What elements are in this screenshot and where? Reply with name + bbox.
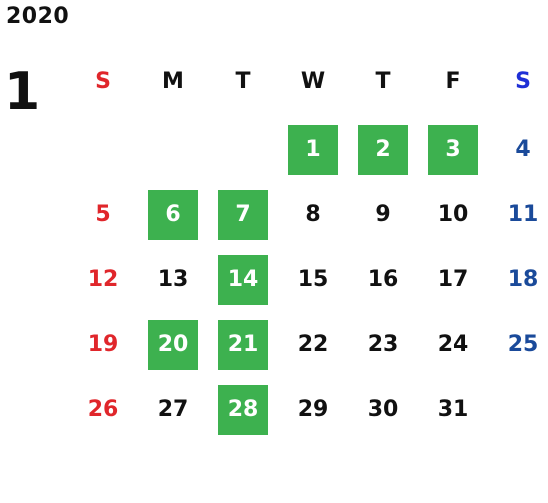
day-cell-13[interactable]: 13 — [157, 267, 189, 292]
day-cell-18[interactable]: 18 — [507, 267, 539, 292]
day-cell-22[interactable]: 22 — [297, 332, 329, 357]
month-number: 1 — [4, 62, 41, 122]
weekday-3: W — [300, 69, 326, 94]
day-cell-8[interactable]: 8 — [305, 202, 321, 227]
day-cell-20[interactable]: 20 — [148, 320, 198, 370]
weekday-4: T — [375, 69, 391, 94]
day-cell-16[interactable]: 16 — [367, 267, 399, 292]
day-cell-19[interactable]: 19 — [87, 332, 119, 357]
day-cell-9[interactable]: 9 — [375, 202, 391, 227]
day-cell-3[interactable]: 3 — [428, 125, 478, 175]
day-cell-29[interactable]: 29 — [297, 397, 329, 422]
day-cell-28[interactable]: 28 — [218, 385, 268, 435]
day-cell-24[interactable]: 24 — [437, 332, 469, 357]
day-cell-26[interactable]: 26 — [87, 397, 119, 422]
day-cell-11[interactable]: 11 — [507, 202, 539, 227]
day-cell-15[interactable]: 15 — [297, 267, 329, 292]
day-cell-4[interactable]: 4 — [515, 137, 531, 162]
weekday-2: T — [235, 69, 251, 94]
day-cell-5[interactable]: 5 — [95, 202, 111, 227]
day-cell-7[interactable]: 7 — [218, 190, 268, 240]
weekday-5: F — [445, 69, 461, 94]
day-cell-2[interactable]: 2 — [358, 125, 408, 175]
weekday-1: M — [162, 69, 184, 94]
day-cell-23[interactable]: 23 — [367, 332, 399, 357]
day-cell-30[interactable]: 30 — [367, 397, 399, 422]
day-cell-14[interactable]: 14 — [218, 255, 268, 305]
day-cell-25[interactable]: 25 — [507, 332, 539, 357]
weekday-6: S — [515, 69, 531, 94]
weekday-0: S — [95, 69, 111, 94]
day-cell-27[interactable]: 27 — [157, 397, 189, 422]
year-label: 2020 — [6, 4, 70, 29]
day-cell-31[interactable]: 31 — [437, 397, 469, 422]
day-cell-17[interactable]: 17 — [437, 267, 469, 292]
day-cell-10[interactable]: 10 — [437, 202, 469, 227]
day-cell-1[interactable]: 1 — [288, 125, 338, 175]
day-cell-21[interactable]: 21 — [218, 320, 268, 370]
day-cell-12[interactable]: 12 — [87, 267, 119, 292]
day-cell-6[interactable]: 6 — [148, 190, 198, 240]
